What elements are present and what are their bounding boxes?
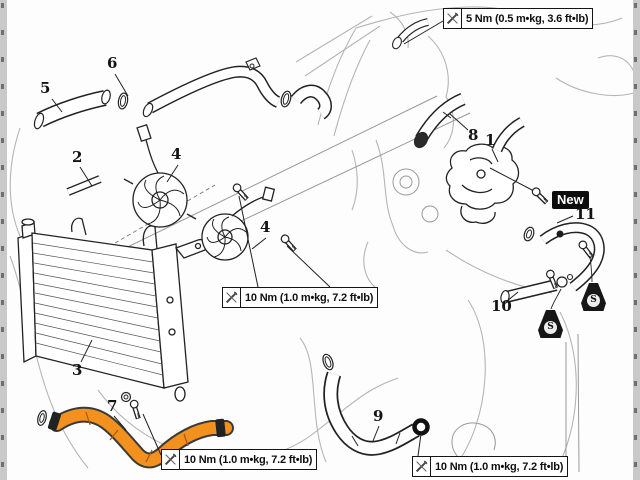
- bolt: [126, 399, 146, 419]
- part-label-10: 10: [491, 297, 512, 315]
- thermostat-outlet-pipe: [491, 117, 525, 153]
- part-label-2: 2: [72, 148, 83, 166]
- washer-hole: [123, 394, 129, 400]
- cooling-fan-right: [201, 186, 276, 261]
- engine-hose-stub: [392, 18, 429, 50]
- torque-callout-text: 5 Nm (0.5 m•kg, 3.6 ft•lb): [466, 12, 589, 25]
- radiator: [17, 217, 207, 402]
- torque-callout-text: 10 Nm (1.0 m•kg, 7.2 ft•lb): [435, 460, 564, 473]
- page-edge-left-marks: [1, 3, 4, 480]
- washer: [120, 391, 132, 403]
- cooling-fan-left: [123, 123, 197, 228]
- engine-frame-sketch: [9, 6, 635, 471]
- outlet-hose-9: [323, 371, 430, 456]
- elbow-hose: [290, 84, 332, 120]
- bolt: [531, 187, 550, 202]
- callout-leader-lines: [142, 20, 444, 457]
- sealant-symbol-letter: S: [544, 321, 557, 334]
- coolant-pipe-11: [523, 222, 605, 292]
- breather-pipe-2: [66, 175, 102, 196]
- inlet-hose-8: [413, 92, 466, 149]
- part-label-9: 9: [373, 407, 384, 425]
- bolt-leader: [489, 167, 535, 192]
- torque-callout-bottom-left: 10 Nm (1.0 m•kg, 7.2 ft•lb): [161, 449, 318, 470]
- page-edge-right-marks: [634, 3, 637, 480]
- torque-wrench-icon: [223, 288, 241, 307]
- part-label-5: 5: [40, 79, 51, 97]
- torque-wrench-icon: [444, 9, 462, 28]
- torque-wrench-icon: [413, 457, 431, 476]
- torque-callout-text: 10 Nm (1.0 m•kg, 7.2 ft•lb): [245, 291, 374, 304]
- part-label-8: 8: [468, 126, 479, 144]
- part-label-3: 3: [72, 361, 83, 379]
- torque-wrench-icon: [162, 450, 180, 469]
- torque-callout-top: 5 Nm (0.5 m•kg, 3.6 ft•lb): [443, 8, 594, 29]
- torque-callout-bottom-right: 10 Nm (1.0 m•kg, 7.2 ft•lb): [412, 456, 569, 477]
- page-edge-right: [633, 0, 640, 480]
- sealant-symbol-letter: S: [587, 294, 600, 307]
- radiator-inlet-hose-5: [33, 89, 111, 130]
- part-leader-lines: [51, 73, 574, 442]
- hose-clamp: [320, 352, 336, 372]
- sealant-leaders: [550, 255, 593, 310]
- part-label-6: 6: [107, 54, 118, 72]
- part-label-1: 1: [485, 131, 496, 149]
- bolt: [231, 183, 250, 199]
- part-label-11: 11: [575, 205, 596, 223]
- hose-clamp: [278, 89, 294, 109]
- torque-callout-middle: 10 Nm (1.0 m•kg, 7.2 ft•lb): [222, 287, 379, 308]
- highlighted-hose-7: [37, 406, 234, 469]
- torque-callout-text: 10 Nm (1.0 m•kg, 7.2 ft•lb): [184, 453, 313, 466]
- thermostat-housing-1: [445, 143, 520, 224]
- radiator-pipe-6: [142, 57, 281, 118]
- page-edge-left: [0, 0, 7, 480]
- new-part-badge: New: [552, 191, 589, 209]
- part-label-7: 7: [107, 397, 118, 415]
- part-label-4a: 4: [171, 145, 182, 163]
- part-label-4b: 4: [260, 218, 271, 236]
